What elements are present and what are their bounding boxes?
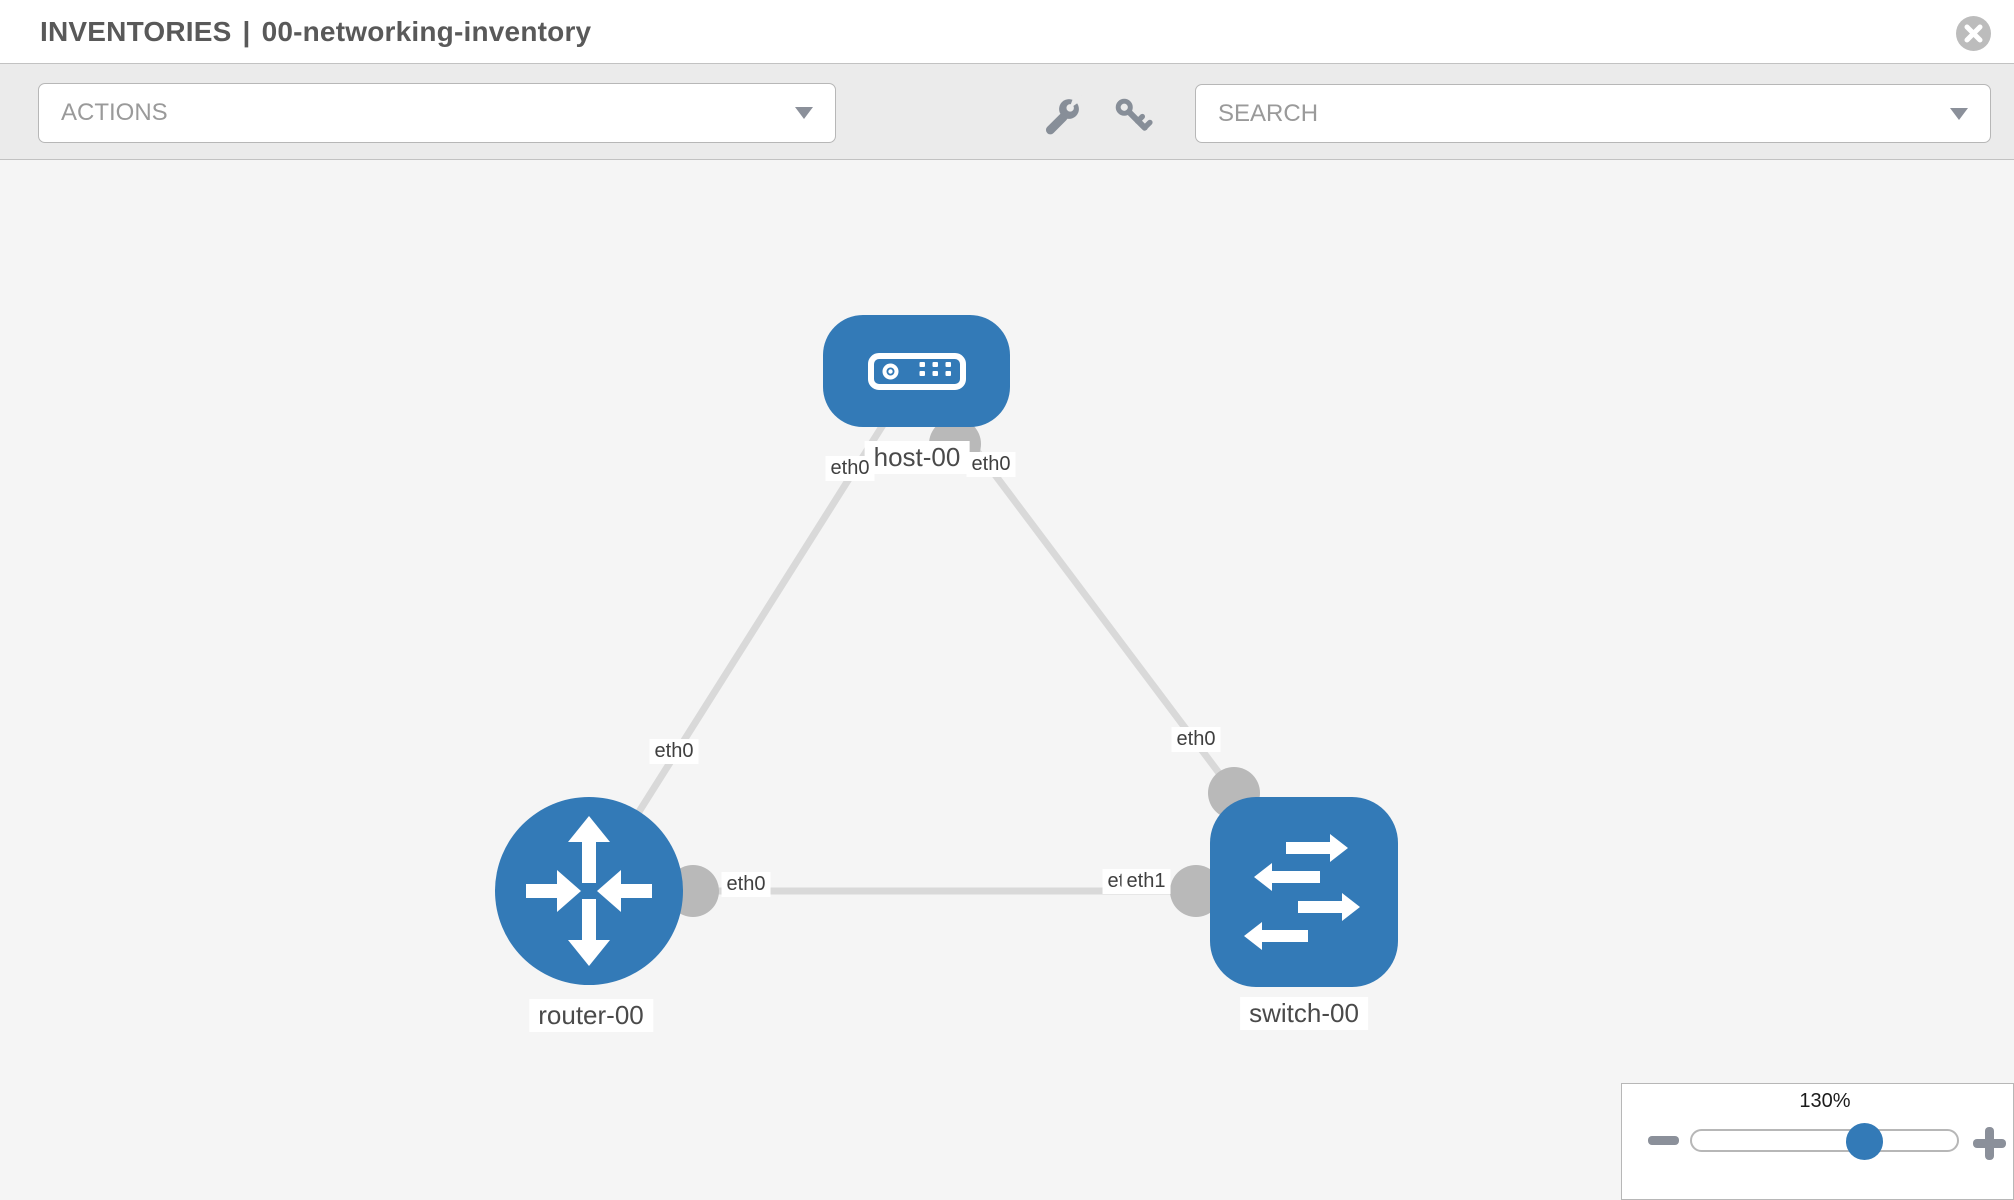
topology-canvas[interactable]: host-00 router-00 switch-00 eth0 eth0 et…	[0, 160, 2014, 1200]
zoom-panel: 130%	[1621, 1083, 2014, 1200]
search-dropdown[interactable]: SEARCH	[1195, 84, 1991, 143]
plus-icon	[1985, 1127, 1994, 1160]
zoom-slider-thumb[interactable]	[1846, 1123, 1883, 1160]
actions-dropdown-label: ACTIONS	[61, 99, 168, 126]
interface-endpoints	[667, 418, 1260, 917]
iface-label-host-switch-at-switch: eth0	[1171, 727, 1221, 752]
credentials-button[interactable]	[1112, 95, 1154, 137]
switch-node-shape[interactable]	[1210, 797, 1398, 987]
endpoint-switch-left	[1170, 865, 1222, 917]
host-node-shape[interactable]	[823, 315, 1010, 427]
node-switch[interactable]	[1210, 797, 1398, 987]
zoom-level-label: 130%	[1799, 1090, 1851, 1112]
iface-label-router-switch-at-switch: eth1	[1121, 869, 1171, 894]
configure-button[interactable]	[1041, 90, 1085, 137]
chevron-down-icon	[1950, 107, 1968, 120]
host-icon	[868, 353, 966, 390]
router-node-shape[interactable]	[495, 797, 683, 985]
iface-label-router-switch-at-router: eth0	[721, 872, 771, 897]
zoom-slider-track[interactable]	[1690, 1129, 1959, 1152]
node-label-router: router-00	[529, 999, 653, 1032]
toolbar: ACTIONS SEARCH	[0, 63, 2014, 160]
actions-dropdown[interactable]: ACTIONS	[38, 83, 836, 143]
header-bar: INVENTORIES | 00-networking-inventory	[0, 0, 2014, 63]
key-icon	[1115, 98, 1153, 131]
breadcrumb-section: INVENTORIES	[40, 15, 232, 47]
router-icon	[526, 816, 652, 966]
switch-icon	[1244, 834, 1360, 950]
close-button[interactable]	[1956, 16, 1991, 51]
wrench-icon	[1045, 90, 1085, 135]
node-label-switch: switch-00	[1240, 997, 1368, 1030]
chevron-down-icon	[795, 107, 813, 119]
zoom-in-button[interactable]	[1973, 1127, 2006, 1160]
zoom-out-button[interactable]	[1648, 1136, 1679, 1145]
close-icon	[1956, 16, 1991, 51]
breadcrumb-separator: |	[242, 15, 251, 47]
search-dropdown-label: SEARCH	[1218, 99, 1319, 127]
iface-label-host-switch-at-host: eth0	[966, 452, 1016, 477]
iface-label-host-router-at-router: eth0	[649, 739, 699, 764]
inventory-name: 00-networking-inventory	[261, 15, 592, 47]
iface-label-host-router-at-host: eth0	[825, 456, 875, 481]
node-label-host: host-00	[864, 441, 970, 474]
node-router[interactable]	[495, 797, 683, 985]
page-title: INVENTORIES | 00-networking-inventory	[40, 0, 591, 63]
node-host[interactable]	[823, 315, 1010, 427]
